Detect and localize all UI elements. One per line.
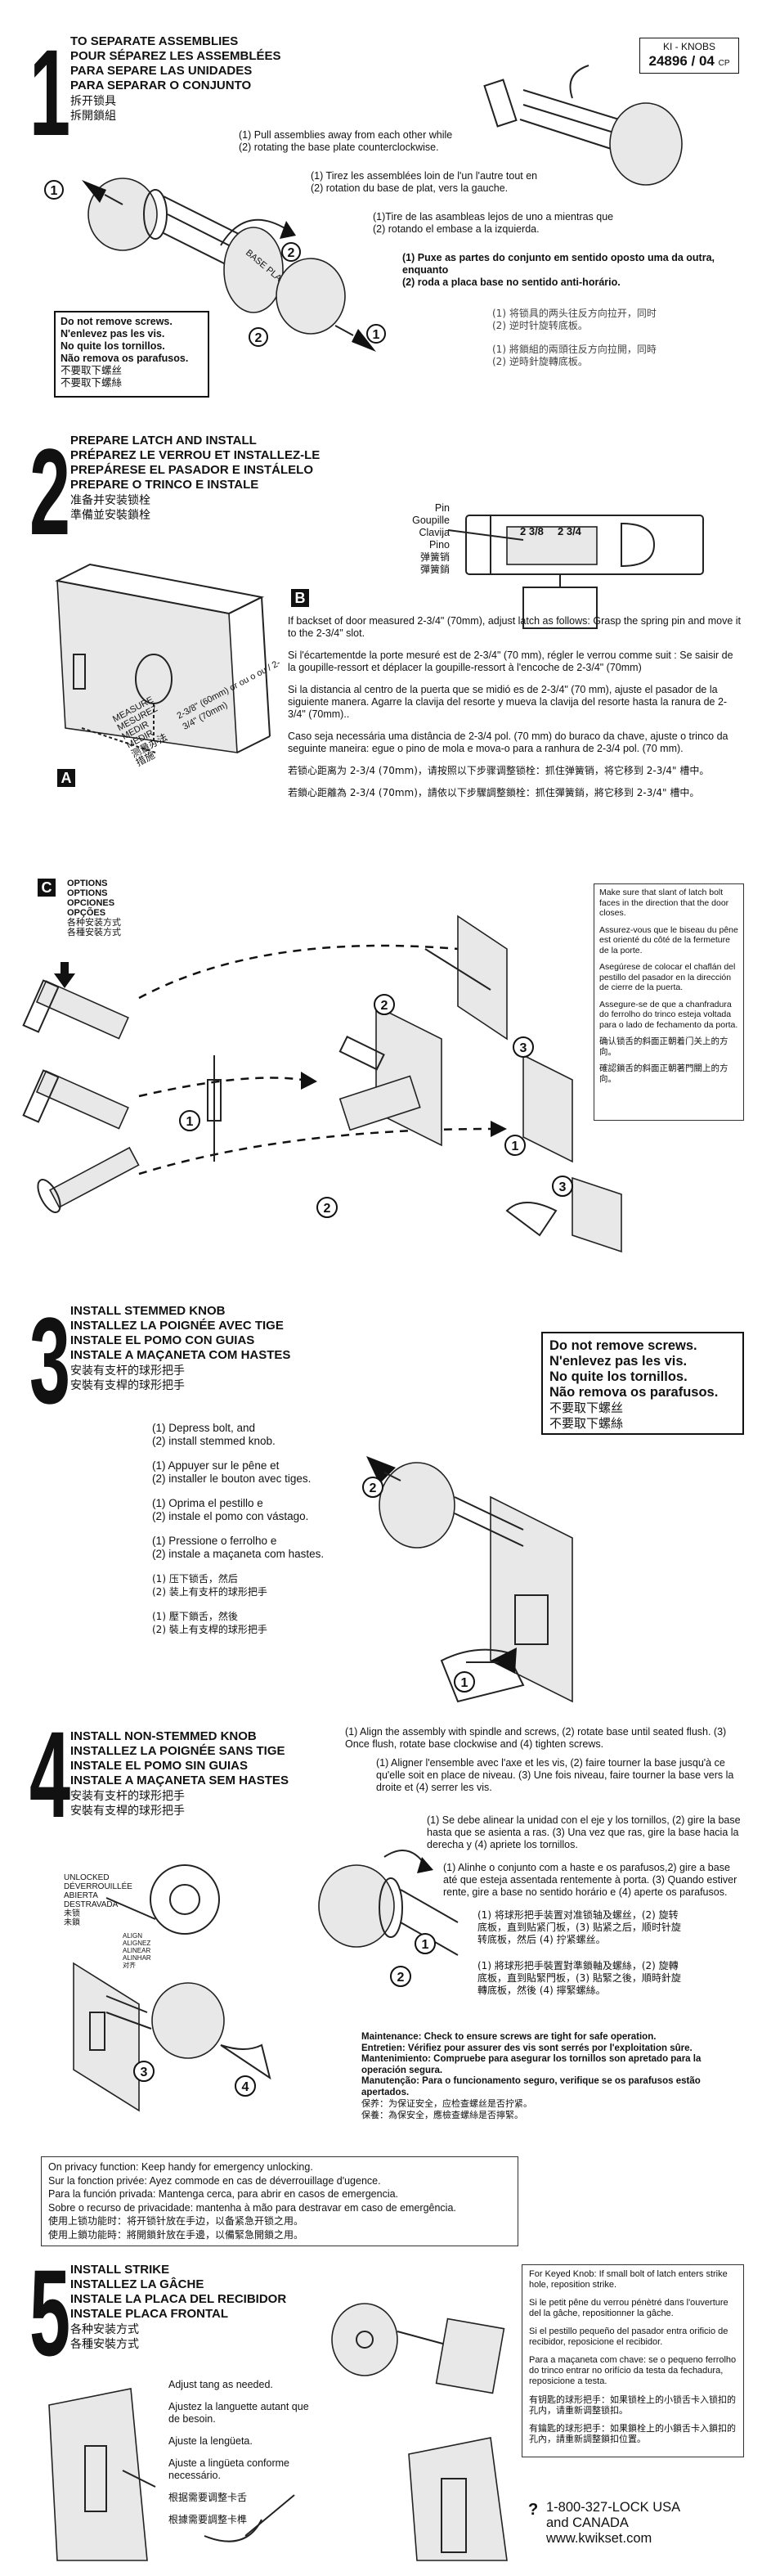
latch-mark-234: 2 3/4: [558, 525, 582, 537]
step-3-instructions: (1) Depress bolt, and (2) install stemme…: [152, 1422, 325, 1635]
step-4-text-zh-t: (1) 將球形把手裝置對準鎖軸及螺絲，(2) 旋轉底板，直到貼緊門板，(3) 貼…: [477, 1960, 681, 1996]
step-1-titles: TO SEPARATE ASSEMBLIES POUR SÉPAREZ LES …: [70, 34, 281, 123]
step-1-warning-box: Do not remove screws. N'enlevez pas les …: [54, 311, 209, 398]
step-1-callout-4: 2: [249, 327, 268, 347]
step-2-number: 2: [29, 423, 70, 560]
step-1-title-en: TO SEPARATE ASSEMBLIES: [70, 34, 239, 48]
step-1-callout-2: 2: [281, 242, 301, 262]
website-link[interactable]: www.kwikset.com: [546, 2531, 652, 2546]
svg-text:2: 2: [397, 1971, 405, 1985]
step-3-callout-2: 2: [362, 1477, 383, 1498]
help-icon: ?: [528, 2501, 539, 2519]
step-1-callout-1: 1: [44, 180, 64, 200]
svg-text:2: 2: [370, 1481, 377, 1495]
options-callout-1: 1: [179, 1110, 200, 1131]
step-1-title-fr: POUR SÉPAREZ LES ASSEMBLÉES: [70, 49, 281, 63]
step-4-callout-3: 3: [133, 2061, 155, 2082]
step-4-text-en: (1) Align the assembly with spindle and …: [345, 1726, 727, 1750]
step-4-text-fr: (1) Aligner l'ensemble avec l'axe et les…: [376, 1757, 734, 1793]
svg-text:1: 1: [51, 184, 58, 198]
privacy-note: On privacy function: Keep handy for emer…: [41, 2156, 518, 2246]
step-4-text-zh-s: (1) 将球形把手装置对准锁轴及螺丝，(2) 旋转底板，直到贴紧门板，(3) 贴…: [477, 1909, 681, 1945]
label-b: B: [291, 589, 309, 607]
step-2-paragraphs: If backset of door measured 2-3/4" (70mm…: [288, 615, 742, 798]
options-callout-3: 3: [513, 1036, 534, 1058]
step-4-text-es: (1) Se debe alinear la unidad con el eje…: [427, 1814, 741, 1850]
document-code-box: KI - KNOBS 24896 / 04 CP: [639, 38, 739, 74]
step-3-number: 3: [29, 1292, 70, 1429]
svg-text:4: 4: [242, 2080, 249, 2094]
step-1-title-es: PARA SEPARE LAS UNIDADES: [70, 64, 253, 78]
step-1-illustration: BASE PLATE 1 2 1 2: [44, 65, 683, 352]
step-1-text-pt: (1) Puxe as partes do conjunto em sentid…: [402, 252, 715, 288]
document-suffix: CP: [718, 59, 730, 68]
step-5-number: 5: [29, 2244, 70, 2381]
options-callout-6: 3: [552, 1176, 573, 1197]
label-a: A: [57, 769, 75, 787]
options-illustration: 1 2 3 1 2 3: [22, 915, 622, 1253]
svg-text:2: 2: [288, 246, 295, 260]
step-4-callout-1: 1: [415, 1933, 436, 1954]
maintenance-note: Maintenance: Check to ensure screws are …: [361, 2032, 702, 2120]
step-1-title-pt: PARA SEPARAR O CONJUNTO: [70, 79, 252, 92]
options-titles: OPTIONS OPTIONS OPCIONES OPÇÕES 各种安装方式 各…: [67, 879, 121, 937]
step-4-text-pt: (1) Alinhe o conjunto com a haste e os p…: [443, 1862, 737, 1898]
svg-text:3: 3: [559, 1180, 567, 1194]
svg-text:2: 2: [324, 1202, 331, 1216]
step-4-callout-4: 4: [235, 2075, 256, 2097]
step-1-text-en: (1) Pull assemblies away from each other…: [239, 129, 453, 153]
svg-text:1: 1: [186, 1115, 194, 1129]
step-1-text-fr: (1) Tirez les assemblées loin de l'un l'…: [311, 170, 538, 194]
options-callout-4: 1: [504, 1135, 526, 1156]
label-c: C: [38, 879, 56, 897]
svg-text:1: 1: [512, 1140, 519, 1153]
step-1-number: 1: [29, 24, 70, 161]
step-3-illustration: 2 1: [362, 1456, 573, 1703]
document-code: KI - KNOBS: [662, 41, 715, 52]
svg-text:3: 3: [520, 1041, 527, 1055]
options-callout-5: 2: [316, 1197, 338, 1218]
step-4-titles: INSTALL NON-STEMMED KNOB INSTALLEZ LA PO…: [70, 1729, 289, 1817]
step-3-callout-1: 1: [454, 1671, 475, 1693]
svg-text:1: 1: [422, 1938, 429, 1952]
step-2-door-illustration: [54, 563, 271, 753]
keyed-knob-note: For Keyed Knob: If small bolt of latch e…: [522, 2264, 744, 2457]
step-1-title-zh-t: 拆開鎖組: [70, 109, 116, 122]
document-number: 24896 / 04: [648, 53, 715, 69]
step-1-text-zh-s: (1) 将锁具的两头往反方向拉开，同时 (2) 逆时针旋转底板。: [492, 308, 657, 331]
align-labels: ALIGN ALIGNEZ ALINEAR ALINHAR 对齐: [123, 1932, 151, 1969]
step-2-titles: PREPARE LATCH AND INSTALL PRÉPAREZ LE VE…: [70, 434, 321, 521]
phone-region: and CANADA: [546, 2515, 629, 2530]
step-4-callout-2: 2: [390, 1966, 411, 1987]
svg-text:2: 2: [381, 999, 388, 1013]
step-4-illustration: 1 2 3 4: [73, 1850, 459, 2112]
svg-text:2: 2: [255, 331, 262, 345]
step-1-title-zh-s: 拆开锁具: [70, 94, 116, 107]
phone-number[interactable]: 1-800-327-LOCK USA: [546, 2500, 681, 2515]
adjust-tang-text: Adjust tang as needed. Ajustez la langue…: [168, 2379, 309, 2525]
svg-text:1: 1: [461, 1676, 468, 1690]
step-1-text-zh-t: (1) 將鎖組的兩頭往反方向拉開，同時 (2) 逆時針旋轉底板。: [492, 344, 657, 367]
contact-info: 1-800-327-LOCK USA and CANADA www.kwikse…: [546, 2500, 680, 2547]
svg-text:1: 1: [373, 328, 380, 342]
step-5-illustration: [48, 2303, 508, 2561]
latch-detail-illustration: 2 3/8 2 3/4: [447, 515, 704, 629]
latch-direction-note: Make sure that slant of latch bolt faces…: [594, 883, 744, 1121]
options-callout-2: 2: [374, 994, 395, 1015]
unlock-labels: UNLOCKED DÉVERROUILLÉE ABIERTA DESTRAVAD…: [64, 1873, 132, 1927]
step-5-titles: INSTALL STRIKE INSTALLEZ LA GÂCHE INSTAL…: [70, 2263, 287, 2350]
pin-labels: Pin Goupille Clavija Pino 弹簧销 彈簧銷: [412, 502, 450, 575]
svg-text:3: 3: [141, 2066, 148, 2079]
step-1-callout-3: 1: [366, 324, 386, 344]
step-3-warning-box: Do not remove screws. N'enlevez pas les …: [541, 1332, 744, 1435]
step-4-number: 4: [29, 1706, 70, 1843]
step-3-titles: INSTALL STEMMED KNOB INSTALLEZ LA POIGNÉ…: [70, 1304, 291, 1391]
step-1-text-es: (1)Tire de las asambleas lejos de uno a …: [373, 211, 614, 235]
latch-mark-238: 2 3/8: [520, 525, 544, 537]
